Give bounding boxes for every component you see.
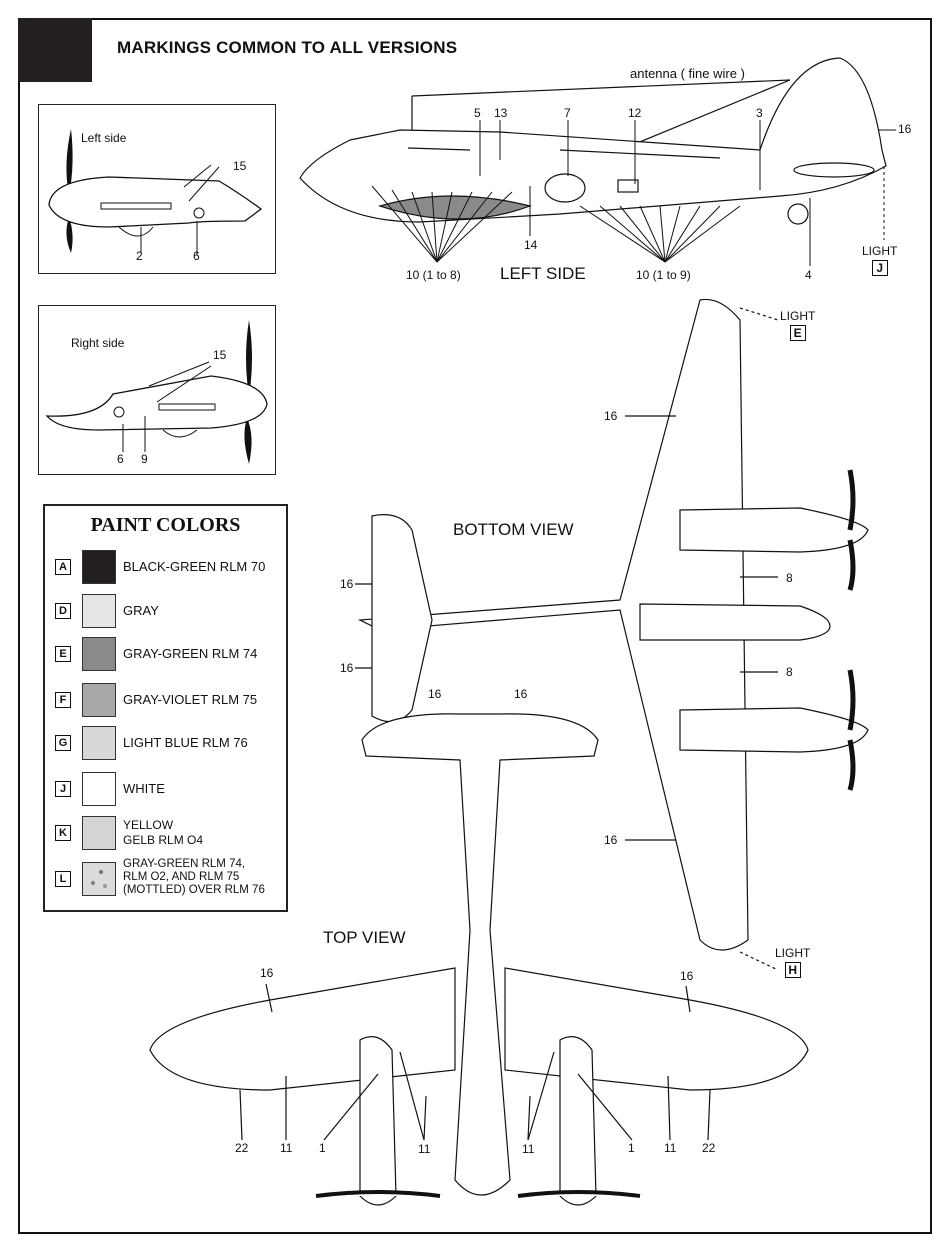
paint-name: GRAY-GREEN RLM 74, RLM O2, AND RLM 75 (M…	[123, 858, 265, 897]
callout-8: 8	[786, 571, 793, 585]
paint-swatch	[82, 772, 116, 806]
paint-name-line2: GELB RLM O4	[123, 833, 204, 847]
paint-name-line1: GRAY-GREEN RLM 74,	[123, 858, 246, 870]
paint-swatch	[82, 816, 116, 850]
callout-22: 22	[702, 1141, 716, 1155]
paint-code: A	[55, 559, 71, 575]
paint-name-line1: YELLOW	[123, 818, 174, 832]
paint-name: BLACK-GREEN RLM 70	[123, 559, 266, 574]
callout-15: 15	[233, 159, 247, 173]
callout-9: 9	[141, 452, 148, 466]
callout-16: 16	[428, 687, 442, 701]
callout-15: 15	[213, 348, 227, 362]
right-side-title: Right side	[71, 336, 125, 350]
paint-code: F	[55, 692, 71, 708]
paint-name: YELLOW GELB RLM O4	[123, 818, 203, 848]
callout-13: 13	[494, 106, 508, 120]
profile-leader-lines	[371, 120, 896, 266]
left-side-view-title: LEFT SIDE	[500, 264, 586, 283]
page-title: MARKINGS COMMON TO ALL VERSIONS	[117, 38, 458, 57]
light-label: LIGHT	[862, 244, 898, 258]
callout-11: 11	[280, 1141, 293, 1155]
callout-22: 22	[235, 1141, 249, 1155]
header-tab-block	[18, 18, 92, 82]
paint-name: WHITE	[123, 781, 165, 796]
callout-16: 16	[898, 122, 912, 136]
callout-6: 6	[117, 452, 124, 466]
callout-16: 16	[340, 577, 354, 591]
page-frame	[18, 18, 932, 1234]
callout-11: 11	[664, 1141, 677, 1155]
light-callout-J: LIGHT J	[862, 244, 897, 276]
callout-1: 1	[319, 1141, 326, 1155]
callout-7: 7	[564, 106, 571, 120]
callout-16: 16	[680, 969, 694, 983]
paint-colors-title: PAINT COLORS	[90, 514, 241, 536]
light-code: H	[784, 962, 801, 978]
paint-name: LIGHT BLUE RLM 76	[123, 735, 248, 750]
left-profile-drawing	[299, 57, 887, 225]
paint-colors-legend: PAINT COLORS A BLACK-GREEN RLM 70 D GRAY…	[43, 504, 288, 912]
callout-4: 4	[805, 268, 812, 282]
callout-5: 5	[474, 106, 481, 120]
callout-2: 2	[136, 249, 143, 263]
right-side-nose-drawing	[45, 320, 268, 464]
callout-3: 3	[756, 106, 763, 120]
callout-group-10-fwd: 10 (1 to 8)	[406, 268, 461, 282]
callout-11: 11	[418, 1142, 431, 1156]
light-label: LIGHT	[775, 946, 811, 960]
callout-6: 6	[193, 249, 200, 263]
paint-code: G	[55, 735, 71, 751]
paint-swatch	[82, 550, 116, 584]
paint-name: GRAY	[123, 603, 159, 618]
callout-group-10-aft: 10 (1 to 9)	[636, 268, 691, 282]
paint-code: L	[55, 871, 71, 887]
callout-11: 11	[522, 1142, 535, 1156]
right-side-panel: Right side 15 6 9	[38, 305, 276, 475]
paint-code: D	[55, 603, 71, 619]
light-label: LIGHT	[780, 309, 816, 323]
light-code: J	[871, 260, 888, 276]
callout-16: 16	[514, 687, 528, 701]
paint-code: E	[55, 646, 71, 662]
left-side-panel: Left side 15 2 6	[38, 104, 276, 274]
paint-swatch	[82, 726, 116, 760]
paint-name-line2: RLM O2, AND RLM 75	[123, 871, 240, 883]
paint-code: J	[55, 781, 71, 797]
paint-swatch-mottled	[82, 862, 116, 896]
light-code: E	[789, 325, 806, 341]
callout-16: 16	[604, 409, 618, 423]
antenna-label: antenna ( fine wire )	[630, 66, 745, 81]
callout-12: 12	[628, 106, 642, 120]
light-callout-H: LIGHT H	[775, 946, 810, 978]
paint-swatch	[82, 683, 116, 717]
paint-swatch	[82, 637, 116, 671]
paint-swatch	[82, 594, 116, 628]
left-side-title: Left side	[81, 131, 127, 145]
paint-name: GRAY-VIOLET RLM 75	[123, 692, 258, 707]
bottom-view-title: BOTTOM VIEW	[453, 520, 574, 539]
callout-1: 1	[628, 1141, 635, 1155]
paint-name-line3: (MOTTLED) OVER RLM 76	[123, 884, 265, 896]
left-side-nose-drawing	[48, 129, 263, 255]
callout-16: 16	[340, 661, 354, 675]
paint-code: K	[55, 825, 71, 841]
top-view-drawing	[149, 713, 809, 1206]
callout-8: 8	[786, 665, 793, 679]
top-view-title: TOP VIEW	[323, 928, 406, 947]
callout-16: 16	[260, 966, 274, 980]
callout-16: 16	[604, 833, 618, 847]
light-callout-E: LIGHT E	[780, 309, 815, 341]
bottom-view-drawing	[355, 298, 869, 971]
paint-name: GRAY-GREEN RLM 74	[123, 646, 258, 661]
callout-14: 14	[524, 238, 538, 252]
